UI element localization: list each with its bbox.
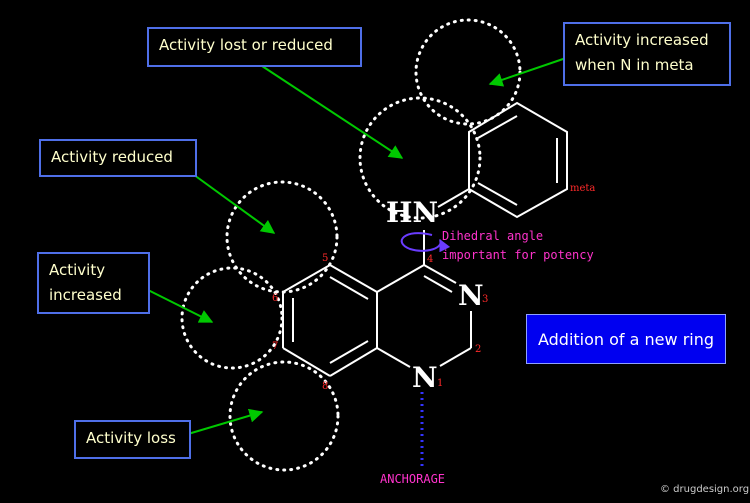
position-3: 3 [482,294,488,305]
dihedral-label-line2: important for potency [442,248,594,262]
callout-text-line1: Activity [49,261,106,279]
callout-addition-new-ring: Addition of a new ring [526,314,726,364]
callout-text-line2: increased [49,286,122,304]
callout-text-line2: when N in meta [575,56,694,74]
region-circle-position-5 [225,180,339,294]
label-meta: meta [570,183,595,194]
atom-hn: HN [386,196,438,229]
credit-text: © drugdesign.org [660,484,749,495]
callout-activity-lost-or-reduced: Activity lost or reduced [147,27,362,67]
arrow-reduced [189,171,276,234]
callout-text: Addition of a new ring [537,329,715,349]
position-2: 2 [475,344,481,355]
position-5: 5 [322,253,328,264]
position-6: 6 [272,293,278,304]
arrow-increased [147,289,214,323]
callout-activity-increased: Activity increased [37,252,150,314]
quinazoline-core [282,230,472,377]
callout-activity-loss: Activity loss [74,420,191,459]
region-circle-phenyl-top [414,18,522,126]
anchorage-label: ANCHORAGE [380,472,445,486]
callout-activity-reduced: Activity reduced [39,139,197,177]
callout-activity-increased-meta: Activity increased when N in meta [563,22,731,86]
atom-n1: N [412,361,438,394]
region-circle-phenyl-left [358,96,482,220]
callout-text: Activity lost or reduced [159,36,333,54]
dihedral-label-line1: Dihedral angle [442,229,543,243]
atom-n3: N [458,279,484,312]
position-8: 8 [322,381,328,392]
arrow-lost-or-reduced [261,65,404,159]
position-1: 1 [437,378,443,389]
arrow-increased-meta [488,57,567,87]
phenyl-ring [437,101,568,219]
region-circle-position-6 [180,266,284,370]
callout-text: Activity loss [86,429,176,447]
dihedral-arc-icon [400,232,451,253]
arrow-loss [187,408,264,435]
position-7: 7 [272,341,278,352]
callout-text: Activity reduced [51,148,173,166]
region-circle-position-8 [228,360,340,472]
position-4: 4 [427,254,433,265]
callout-text-line1: Activity increased [575,31,709,49]
